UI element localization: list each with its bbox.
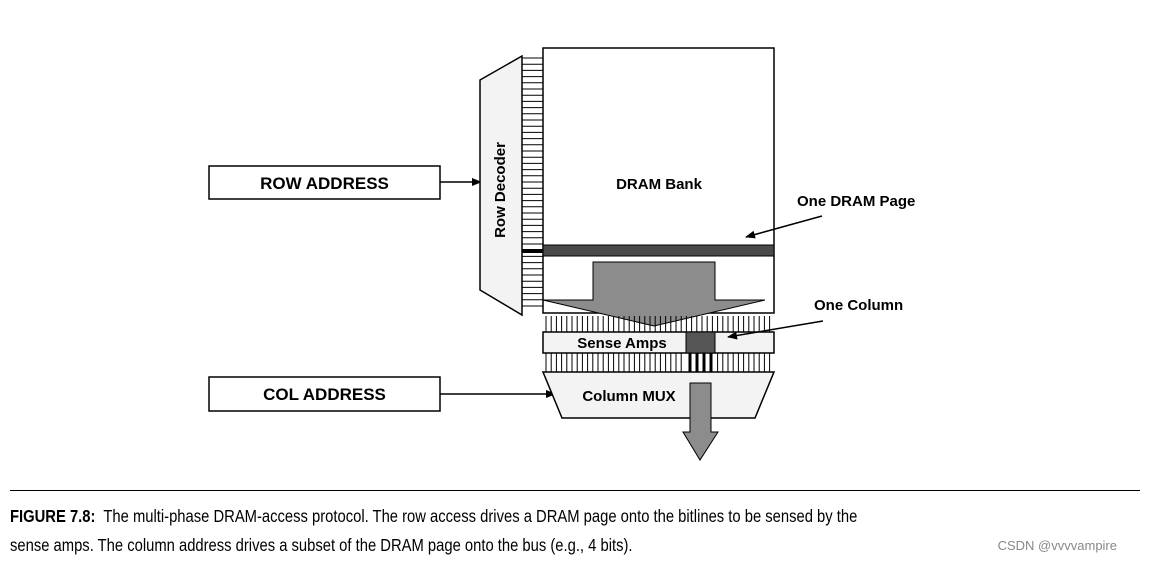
- row-decoder-wires: [522, 57, 543, 307]
- dram-page-bar: [542, 244, 775, 257]
- column-mux-label: Column MUX: [582, 388, 675, 405]
- dram-bank-label: DRAM Bank: [616, 176, 702, 193]
- row-decoder-label: Row Decoder: [492, 142, 509, 238]
- bitlines-bottom: [545, 353, 771, 372]
- col-address-label: COL ADDRESS: [263, 385, 386, 404]
- column-mux: Column MUX: [541, 371, 776, 419]
- column-highlight: [685, 331, 716, 354]
- one-dram-page-pointer: [745, 215, 823, 239]
- selected-bitlines: [688, 353, 713, 372]
- row-decoder: Row Decoder: [479, 54, 523, 317]
- output-arrow: [682, 382, 719, 461]
- figure-label: FIGURE 7.8:: [10, 506, 96, 526]
- row-address-label: ROW ADDRESS: [260, 174, 389, 193]
- one-column-label: One Column: [814, 297, 903, 314]
- row-address-box: ROW ADDRESS: [208, 165, 441, 200]
- caption-line-2: sense amps. The column address drives a …: [10, 535, 633, 555]
- bitlines-top: [545, 316, 771, 332]
- dram-access-diagram: ROW ADDRESS COL ADDRESS Row Decoder DRAM…: [208, 47, 915, 461]
- sense-amps: Sense Amps: [542, 331, 775, 354]
- caption-text-1: The multi-phase DRAM-access protocol. Th…: [103, 506, 858, 526]
- one-column-pointer: [727, 320, 824, 340]
- figure-caption: FIGURE 7.8: The multi-phase DRAM-access …: [10, 502, 986, 560]
- sense-amps-label: Sense Amps: [577, 335, 666, 352]
- page-transfer-arrow: [542, 261, 766, 327]
- watermark: CSDN @vvvvampire: [997, 538, 1117, 553]
- caption-line-1: FIGURE 7.8: The multi-phase DRAM-access …: [10, 502, 986, 531]
- one-dram-page-label: One DRAM Page: [797, 193, 915, 210]
- col-address-box: COL ADDRESS: [208, 376, 441, 412]
- caption-divider: [10, 490, 1140, 491]
